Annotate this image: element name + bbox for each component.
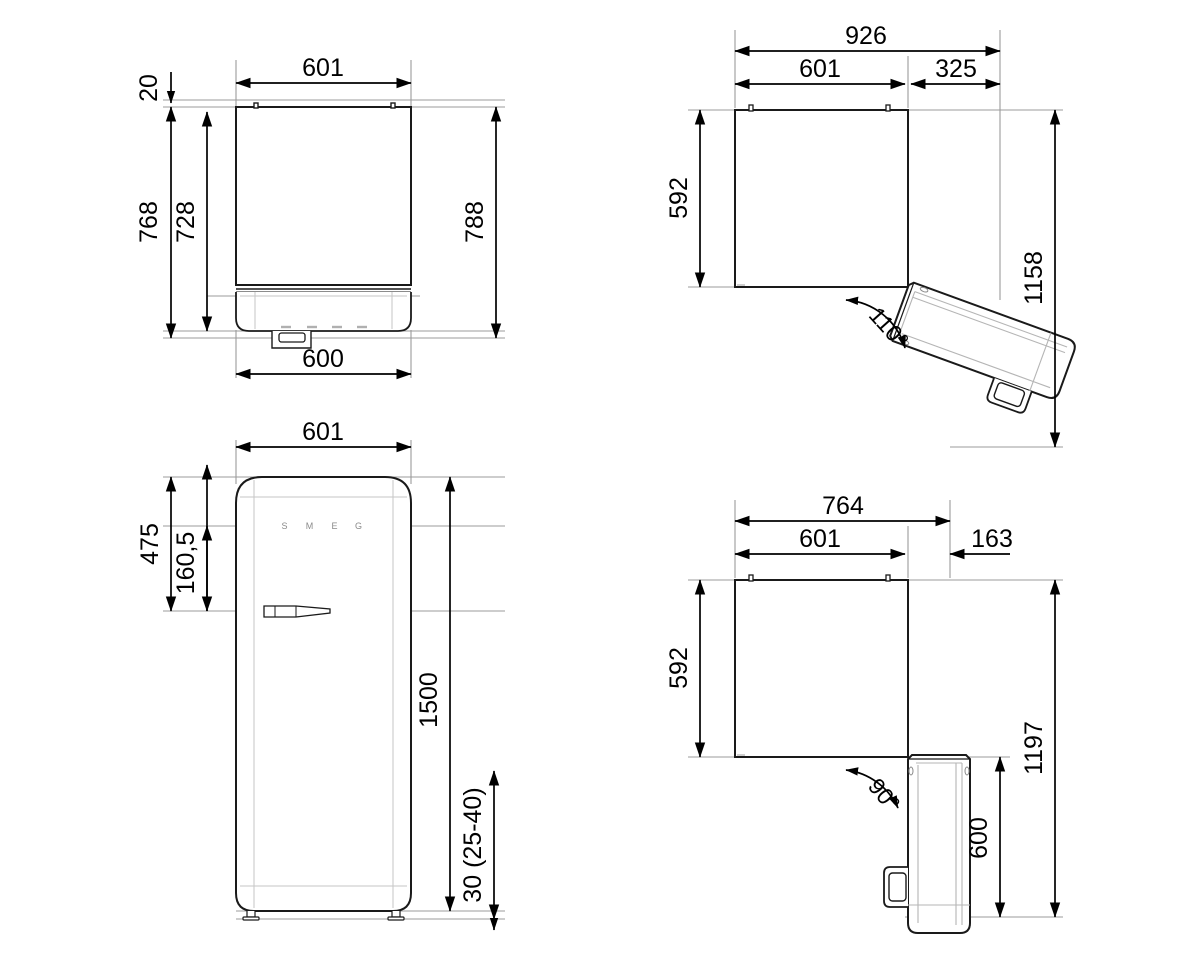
dim-163-v4: 163	[949, 525, 1013, 560]
dim-160-5-label: 160,5	[172, 532, 200, 595]
angle-90-v4: 90°	[845, 767, 905, 817]
dim-1158-v2: 1158	[1020, 109, 1061, 448]
top-left-view: 601 20 768 728 788 600	[135, 54, 505, 380]
dim-1197-label: 1197	[1020, 721, 1048, 775]
dim-601-v2-label: 601	[799, 55, 841, 83]
dim-30-range-v3: 30 (25-40)	[459, 770, 500, 931]
logo-letter-m: M	[306, 521, 315, 531]
dim-163-label: 163	[971, 525, 1013, 553]
dim-728-v1: 728	[172, 111, 213, 332]
dim-1158-label: 1158	[1020, 251, 1048, 305]
dim-1197-v4: 1197	[1020, 579, 1061, 918]
angle-90-label: 90°	[863, 773, 905, 816]
logo-letter-g: G	[355, 521, 363, 531]
dim-768-label: 768	[135, 201, 163, 243]
dim-325-v2: 325	[910, 55, 1001, 90]
dim-1500-v3: 1500	[415, 476, 456, 912]
dim-926-label: 926	[845, 22, 887, 50]
logo-letter-e: E	[331, 521, 338, 531]
dim-601-front-label: 601	[302, 418, 344, 446]
dim-600-bottom-v1: 600	[235, 345, 412, 380]
dim-600-v4-label: 600	[965, 817, 993, 859]
smeg-logo: S M E G	[281, 521, 363, 531]
dim-788-label: 788	[461, 201, 489, 243]
dim-601-v2: 601	[734, 55, 906, 90]
dim-160-5-v3: 160,5	[172, 464, 213, 612]
door-handle	[263, 605, 331, 618]
dim-592-v4-label: 592	[665, 647, 693, 689]
cabinet-outline-plan-110	[734, 104, 909, 288]
dim-20-label: 20	[135, 74, 163, 102]
top-right-view: 110° 926 601 325 592 1158	[665, 22, 1076, 448]
dim-601-front-v3: 601	[235, 418, 412, 453]
dim-592-v2: 592	[665, 109, 706, 288]
dim-601-v4-label: 601	[799, 525, 841, 553]
dim-926-v2: 926	[734, 22, 1001, 57]
dim-325-label: 325	[935, 55, 977, 83]
dim-764-v4: 764	[734, 492, 951, 527]
door-open-90	[883, 754, 971, 934]
dim-592-v2-label: 592	[665, 177, 693, 219]
dim-601-top-label: 601	[302, 54, 344, 82]
logo-letter-s: S	[281, 521, 288, 531]
dim-728-label: 728	[172, 201, 200, 243]
bottom-right-view: 90° 764 601 163 592 600 11	[665, 492, 1063, 934]
dim-20-v1: 20	[135, 72, 176, 104]
dim-592-v4: 592	[665, 579, 706, 758]
dim-764-label: 764	[822, 492, 864, 520]
dim-475-v3: 475	[136, 476, 177, 612]
dim-601-top-v1: 601	[235, 54, 412, 89]
dim-30-range-label: 30 (25-40)	[459, 787, 487, 902]
cabinet-outline-rear	[235, 102, 412, 349]
dim-788-v1: 788	[461, 106, 502, 339]
bottom-left-view: S M E G 601 475 160,5	[136, 418, 505, 931]
dim-600-v4: 600	[965, 756, 1006, 918]
dim-600-bottom-label: 600	[302, 345, 344, 373]
cabinet-outline-plan-90	[734, 574, 909, 758]
adjustable-feet	[242, 911, 405, 921]
dim-1500-label: 1500	[415, 672, 443, 728]
cabinet-outline-front: S M E G	[235, 476, 412, 921]
dim-475-label: 475	[136, 523, 164, 565]
dim-768-v1: 768	[135, 106, 177, 339]
dim-601-v4: 601	[734, 525, 906, 560]
